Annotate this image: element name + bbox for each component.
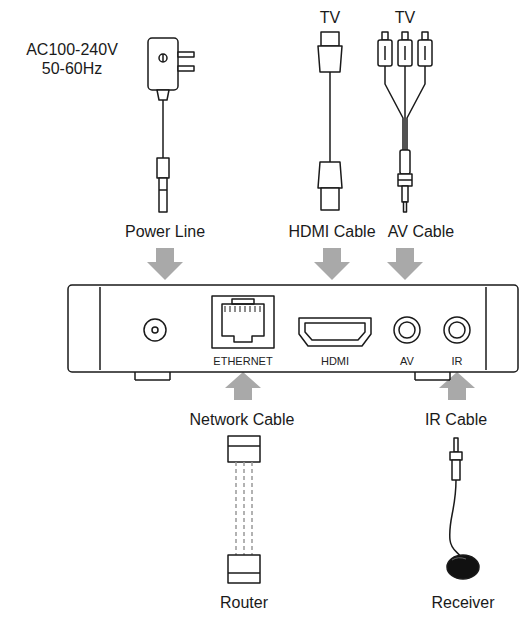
- cable-label: Network Cable: [190, 410, 295, 429]
- device-housing: [68, 285, 518, 380]
- port-label: ETHERNET: [213, 355, 272, 368]
- port-pin: [225, 306, 226, 312]
- hdmi-cable: [318, 32, 342, 210]
- port-pin: [245, 306, 246, 312]
- power-plug: [148, 38, 194, 212]
- device-label: TV: [320, 8, 340, 27]
- device-label: TV: [395, 8, 415, 27]
- port-label: AV: [400, 355, 414, 368]
- device-label: Router: [220, 593, 268, 612]
- port-label: HDMI: [321, 355, 349, 368]
- port-pin: [240, 306, 241, 312]
- port-pin: [255, 306, 256, 312]
- port-pin: [230, 306, 231, 312]
- av-cable: [378, 32, 432, 212]
- port-label: IR: [452, 355, 463, 368]
- cable-label: Power Line: [125, 222, 205, 241]
- device-label: Receiver: [431, 593, 494, 612]
- port-pin: [250, 306, 251, 312]
- ir-receiver-cable: [447, 438, 479, 579]
- port-pin: [260, 306, 261, 312]
- device-panel: ETHERNET HDMI AV IR: [68, 285, 518, 372]
- network-cable: [228, 436, 260, 583]
- cable-label: HDMI Cable: [288, 222, 375, 241]
- port-pin: [235, 306, 236, 312]
- voltage-label: AC100-240V 50-60Hz: [16, 40, 128, 78]
- cable-label: AV Cable: [388, 222, 454, 241]
- cable-label: IR Cable: [425, 410, 487, 429]
